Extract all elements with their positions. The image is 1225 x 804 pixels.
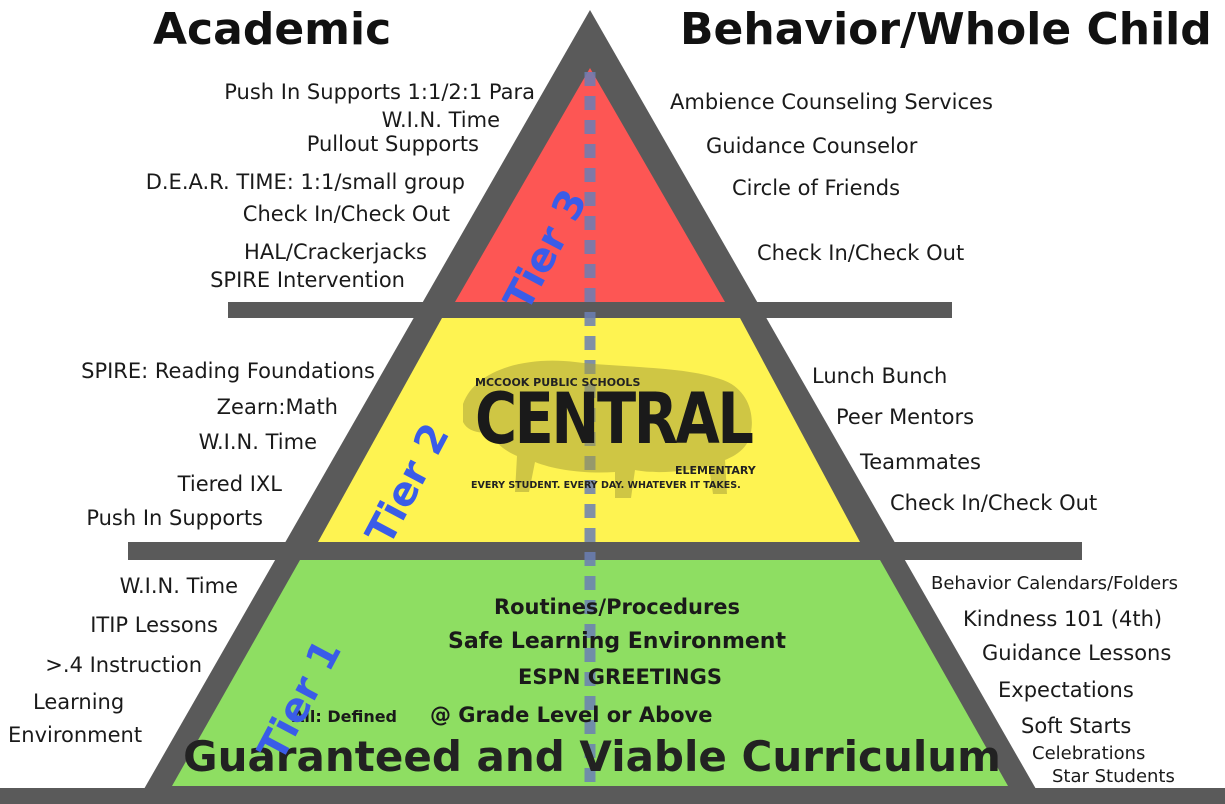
behavior-tier1-item: Celebrations — [1032, 743, 1146, 764]
logo-main-text: CENTRAL — [475, 378, 754, 460]
behavior-tier2-item: Lunch Bunch — [812, 364, 948, 388]
behavior-tier3-item: Guidance Counselor — [706, 134, 918, 158]
logo-top-text: MCCOOK PUBLIC SCHOOLS — [475, 376, 641, 389]
base-bar — [0, 788, 1225, 804]
academic-tier2-item: SPIRE: Reading Foundations — [81, 359, 375, 383]
academic-tier1-item: Environment — [8, 723, 143, 747]
logo-sub-text: ELEMENTARY — [675, 464, 756, 477]
tier1-defined-text: @ Grade Level or Above — [430, 703, 713, 727]
behavior-tier2-item: Peer Mentors — [836, 405, 975, 429]
academic-tier3-item: Pullout Supports — [306, 132, 479, 156]
behavior-tier1-item: Star Students — [1052, 766, 1175, 787]
academic-tier2-item: Zearn:Math — [216, 395, 338, 419]
behavior-tier1-item: Kindness 101 (4th) — [963, 607, 1163, 631]
academic-tier2-item: W.I.N. Time — [198, 430, 317, 454]
academic-tier3-item: D.E.A.R. TIME: 1:1/small group — [145, 170, 465, 194]
academic-tier3-item: HAL/Crackerjacks — [244, 240, 427, 264]
tier1-center-line: Safe Learning Environment — [448, 629, 786, 654]
tier3-section — [455, 68, 725, 302]
logo-tagline: EVERY STUDENT. EVERY DAY. WHATEVER IT TA… — [471, 480, 741, 491]
behavior-tier3-item: Check In/Check Out — [757, 241, 965, 265]
behavior-tier3-item: Ambience Counseling Services — [670, 90, 993, 114]
tier1-defined-prefix: All: Defined — [292, 707, 398, 726]
academic-tier2-item: Push In Supports — [86, 506, 263, 530]
academic-tier3-item: W.I.N. Time — [381, 108, 500, 132]
academic-tier1-item: >.4 Instruction — [45, 653, 202, 677]
academic-tier2-item: Tiered IXL — [177, 472, 282, 496]
behavior-tier1-item: Expectations — [998, 678, 1134, 702]
behavior-tier1-item: Guidance Lessons — [982, 641, 1172, 665]
tier1-footer-title: Guaranteed and Viable Curriculum — [183, 732, 1001, 781]
tier1-center-line: Routines/Procedures — [493, 595, 741, 619]
tier1-center-line: ESPN GREETINGS — [518, 665, 722, 689]
academic-tier3-item: SPIRE Intervention — [210, 268, 405, 292]
behavior-tier2-item: Check In/Check Out — [890, 491, 1098, 515]
behavior-tier1-item: Soft Starts — [1021, 714, 1132, 738]
bison-silhouette — [463, 360, 752, 498]
academic-tier3-item: Push In Supports 1:1/2:1 Para — [224, 80, 535, 104]
behavior-tier2-item: Teammates — [860, 450, 981, 474]
behavior-header: Behavior/Whole Child — [680, 4, 1212, 55]
academic-tier1-item: Learning — [33, 690, 125, 714]
behavior-tier1-item: Behavior Calendars/Folders — [931, 573, 1179, 594]
academic-tier1-item: W.I.N. Time — [119, 574, 238, 598]
academic-tier1-item: ITIP Lessons — [90, 613, 218, 637]
academic-header: Academic — [153, 4, 392, 55]
divider-bar-upper — [228, 302, 952, 318]
divider-bar-lower — [128, 542, 1082, 560]
central-elementary-logo: MCCOOK PUBLIC SCHOOLS CENTRAL ELEMENTARY… — [455, 352, 785, 502]
academic-tier3-item: Check In/Check Out — [242, 202, 450, 226]
behavior-tier3-item: Circle of Friends — [732, 176, 901, 200]
